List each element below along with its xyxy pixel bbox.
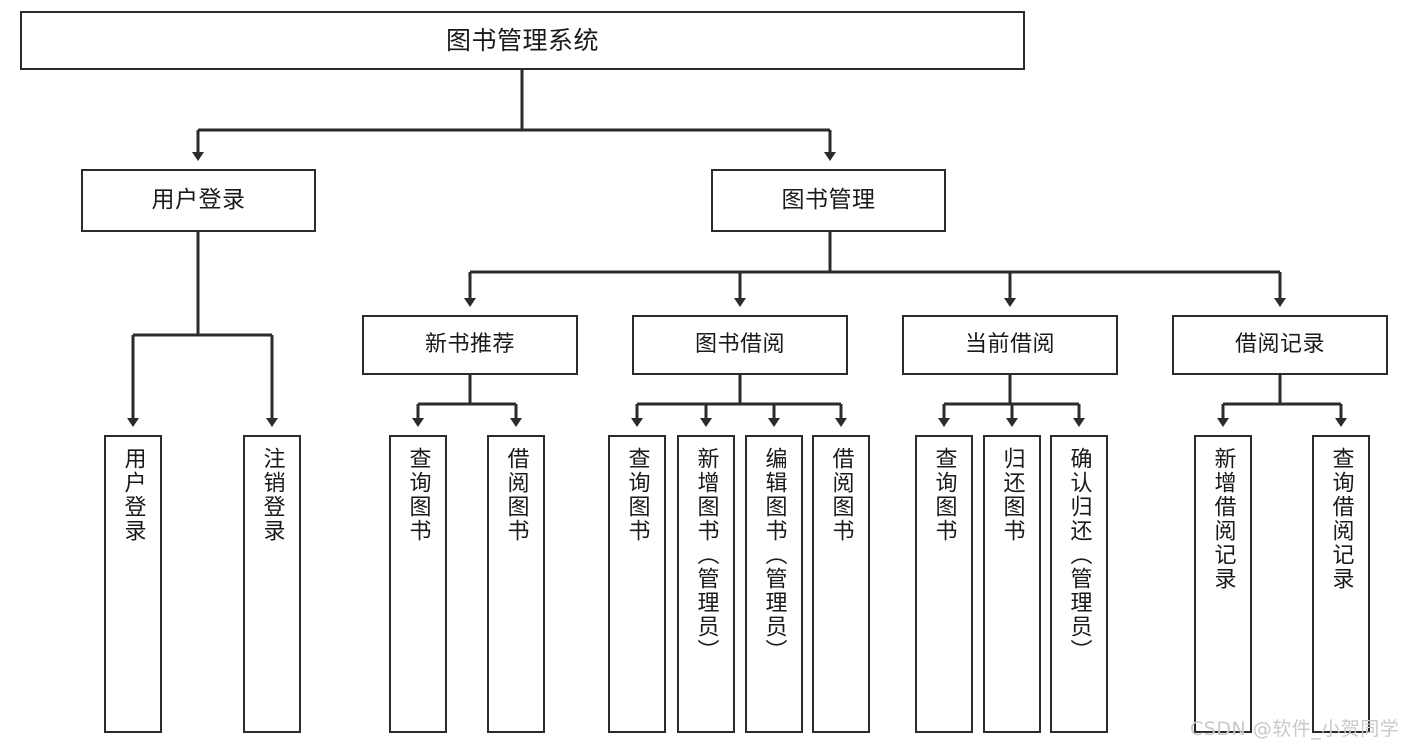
leaf-label: 编辑图书（管理员） [761,447,787,663]
leaf-return-books[interactable]: 归还图书 [983,435,1041,733]
node-borrow-record[interactable]: 借阅记录 [1172,315,1388,375]
leaf-label: 查询图书 [405,447,431,543]
leaf-label: 用户登录 [120,447,146,543]
node-current-borrow[interactable]: 当前借阅 [902,315,1118,375]
leaf-label: 借阅图书 [828,447,854,543]
node-label: 用户登录 [151,186,246,213]
leaf-borrow-books[interactable]: 借阅图书 [812,435,870,733]
node-book-management[interactable]: 图书管理 [711,169,946,232]
leaf-label: 注销登录 [259,447,285,543]
leaf-borrow-books-recommend[interactable]: 借阅图书 [487,435,545,733]
leaf-logout-login[interactable]: 注销登录 [243,435,301,733]
leaf-label: 新增借阅记录 [1210,447,1236,591]
leaf-query-books-borrow[interactable]: 查询图书 [608,435,666,733]
node-root[interactable]: 图书管理系统 [20,11,1025,70]
leaf-edit-book-admin[interactable]: 编辑图书（管理员） [745,435,803,733]
leaf-label: 确认归还（管理员） [1066,447,1092,663]
node-label: 图书管理系统 [445,25,599,55]
node-label: 图书管理 [781,186,876,213]
leaf-label: 查询图书 [624,447,650,543]
leaf-label: 新增图书（管理员） [693,447,719,663]
leaf-add-book-admin[interactable]: 新增图书（管理员） [677,435,735,733]
leaf-query-books-current[interactable]: 查询图书 [915,435,973,733]
leaf-label: 借阅图书 [503,447,529,543]
leaf-user-login[interactable]: 用户登录 [104,435,162,733]
leaf-query-borrow-record[interactable]: 查询借阅记录 [1312,435,1370,733]
node-label: 图书借阅 [694,332,785,358]
leaf-add-borrow-record[interactable]: 新增借阅记录 [1194,435,1252,733]
node-book-borrow[interactable]: 图书借阅 [632,315,848,375]
leaf-confirm-return-admin[interactable]: 确认归还（管理员） [1050,435,1108,733]
node-label: 新书推荐 [424,332,515,358]
node-label: 当前借阅 [964,332,1055,358]
node-label: 借阅记录 [1234,332,1325,358]
node-new-book-recommend[interactable]: 新书推荐 [362,315,578,375]
watermark: CSDN @软件_小贺同学 [1190,718,1400,740]
leaf-label: 归还图书 [999,447,1025,543]
leaf-query-books-recommend[interactable]: 查询图书 [389,435,447,733]
leaf-label: 查询借阅记录 [1328,447,1354,591]
node-user-login[interactable]: 用户登录 [81,169,316,232]
leaf-label: 查询图书 [931,447,957,543]
